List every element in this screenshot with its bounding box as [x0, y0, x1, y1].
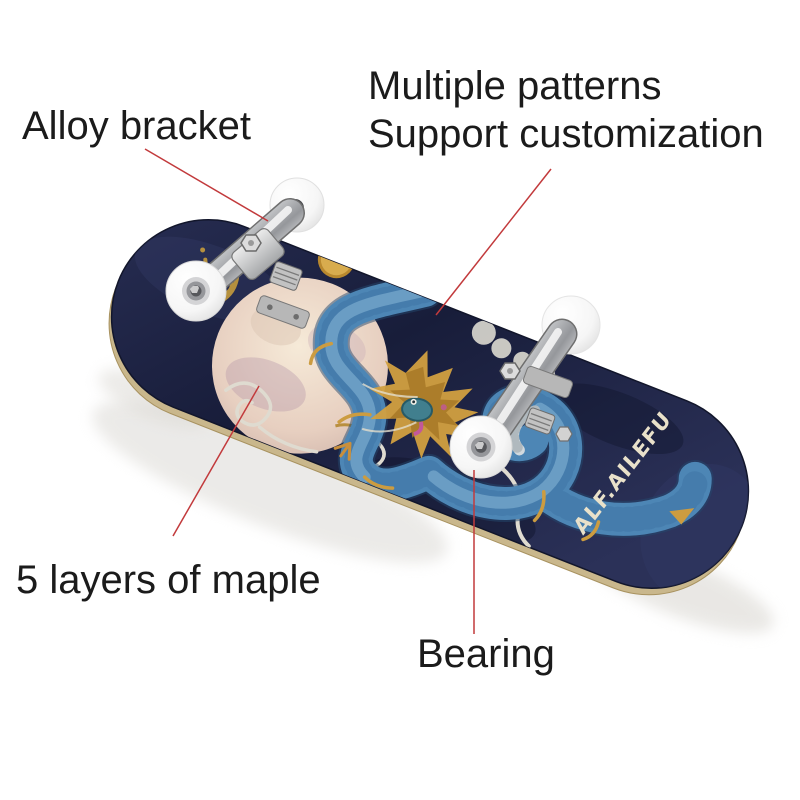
shadow-left [92, 401, 448, 563]
moon-blotch [225, 357, 306, 412]
wheel-rear-near [449, 415, 513, 479]
axle-nut [190, 286, 199, 293]
axle-nut [475, 442, 484, 449]
fin [532, 490, 546, 523]
pink-accent [440, 404, 447, 411]
kingpin [240, 234, 262, 252]
wheel-front-near [165, 260, 227, 322]
fin [362, 475, 395, 490]
annotation-lines [144, 148, 552, 634]
bushing-stack [269, 261, 303, 291]
mount-screw [267, 304, 273, 311]
leader-line-maple [172, 385, 260, 537]
label-patterns-line2: Support customization [368, 112, 764, 156]
bushing-ridges [527, 412, 552, 432]
leader-line-alloy-bracket [144, 148, 269, 222]
label-alloy-bracket: Alloy bracket [22, 104, 251, 148]
baseplate-rear [522, 365, 574, 399]
dragon-whiskers [361, 383, 418, 433]
truck-front [165, 177, 325, 329]
dragon-gold-fins [308, 341, 601, 542]
mount-screw [293, 313, 299, 320]
kingpin-center [507, 368, 513, 374]
tail-flame [669, 508, 695, 525]
dragon-claw [333, 441, 352, 461]
bushing-stack-rear [524, 407, 556, 435]
axle-bolt [555, 426, 573, 442]
bushing-ridges [272, 266, 300, 286]
leader-line-patterns [435, 168, 552, 316]
cloud-tail [257, 425, 319, 454]
label-maple: 5 layers of maple [16, 558, 321, 602]
brush-dot [200, 247, 206, 253]
label-bearing: Bearing [417, 632, 555, 676]
baseplate [522, 365, 574, 399]
dark-cloud2 [551, 383, 684, 455]
baseplate-front [256, 295, 310, 329]
fin [308, 341, 334, 366]
dragon-face [401, 397, 433, 422]
cloud-puff [491, 338, 512, 359]
cloud-puff [471, 320, 496, 345]
baseplate [256, 295, 310, 329]
dragon-head [361, 350, 479, 459]
label-patterns-line1: Multiple patterns [368, 64, 662, 108]
label-patterns: Multiple patterns Support customization [368, 62, 764, 158]
kingpin-rear [499, 362, 521, 380]
fin [581, 520, 601, 542]
fin [337, 412, 372, 424]
truck-rear [449, 295, 601, 479]
dragon-tongue [413, 421, 424, 437]
dragon-pupil [412, 400, 416, 404]
kingpin-center [248, 240, 254, 246]
